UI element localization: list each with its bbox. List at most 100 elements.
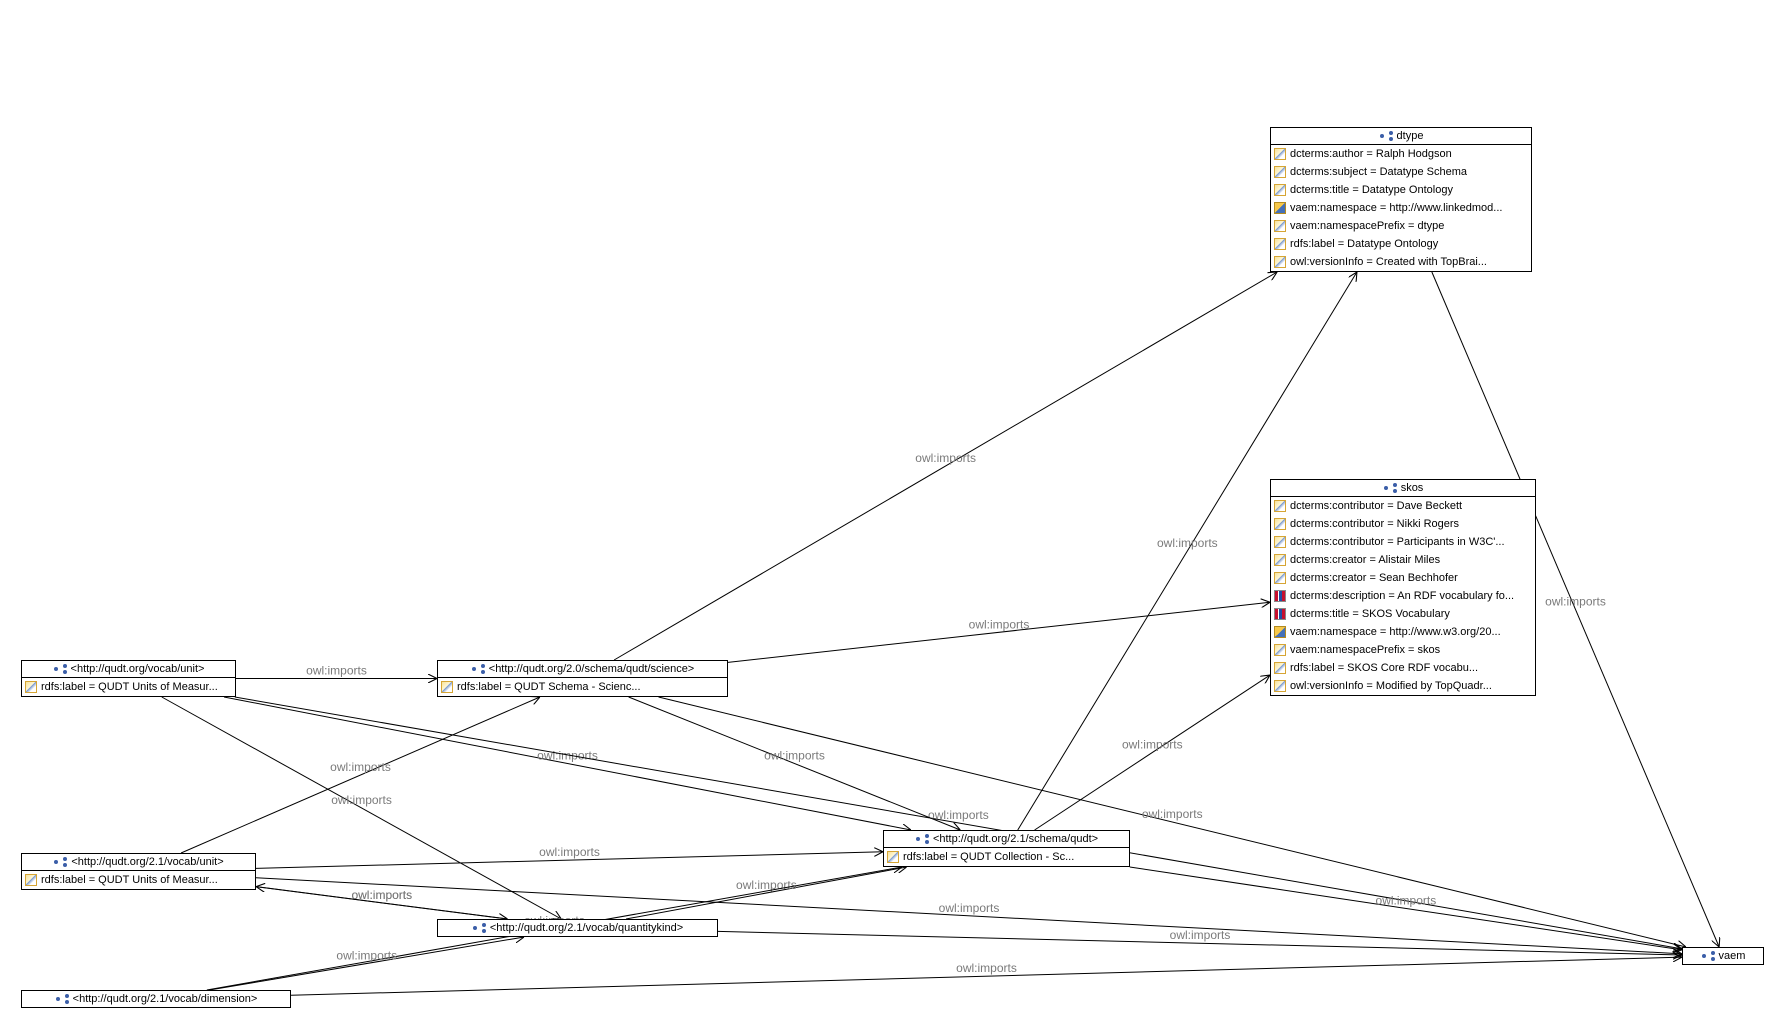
edge-label: owl:imports <box>1122 738 1183 752</box>
property-text: dcterms:creator = Alistair Miles <box>1290 554 1441 566</box>
annotation-property-icon <box>1274 626 1286 639</box>
property-row[interactable]: dcterms:description = An RDF vocabulary … <box>1271 587 1535 605</box>
annotation-property-icon <box>1274 518 1286 531</box>
edge-label: owl:imports <box>915 451 976 465</box>
annotation-property-icon <box>1274 608 1286 621</box>
import-edge-qudt21-dtype[interactable] <box>1017 272 1357 831</box>
property-text: vaem:namespace = http://www.linkedmod... <box>1290 202 1503 214</box>
property-text: dcterms:contributor = Nikki Rogers <box>1290 518 1460 530</box>
property-text: dcterms:creator = Sean Bechhofer <box>1290 572 1458 584</box>
edge-label: owl:imports <box>331 793 392 807</box>
node-qudt-2-1-vocab-unit[interactable]: <http://qudt.org/2.1/vocab/unit> rdfs:la… <box>21 853 256 890</box>
import-edge-unit20-quantitykind[interactable] <box>161 696 562 919</box>
property-row[interactable]: dcterms:contributor = Nikki Rogers <box>1271 515 1535 533</box>
import-edge-unit21-vaem[interactable] <box>255 877 1682 954</box>
property-text: rdfs:label = Datatype Ontology <box>1290 238 1439 250</box>
property-text: dcterms:contributor = Dave Beckett <box>1290 500 1463 512</box>
edge-label: owl:imports <box>939 901 1000 915</box>
property-row[interactable]: rdfs:label = Datatype Ontology <box>1271 235 1531 253</box>
property-text: vaem:namespacePrefix = skos <box>1290 644 1441 656</box>
property-row[interactable]: rdfs:label = QUDT Schema - Scienc... <box>438 678 727 696</box>
edge-label: owl:imports <box>306 664 367 678</box>
annotation-property-icon <box>25 874 37 887</box>
node-qudt-vocab-unit[interactable]: <http://qudt.org/vocab/unit> rdfs:label … <box>21 660 236 697</box>
property-row[interactable]: rdfs:label = QUDT Units of Measur... <box>22 678 235 696</box>
property-row[interactable]: vaem:namespacePrefix = skos <box>1271 641 1535 659</box>
node-title: skos <box>1271 480 1535 497</box>
import-edge-qudt21-skos[interactable] <box>1034 675 1270 831</box>
node-qudt-2-1-vocab-quantitykind[interactable]: <http://qudt.org/2.1/vocab/quantitykind> <box>437 919 718 937</box>
import-edge-dimension-vaem[interactable] <box>290 957 1682 996</box>
property-row[interactable]: rdfs:label = QUDT Collection - Sc... <box>884 848 1129 866</box>
ontology-icon <box>915 834 929 844</box>
import-edge-science-qudt21[interactable] <box>628 696 961 830</box>
node-title: <http://qudt.org/vocab/unit> <box>22 661 235 678</box>
import-edge-unit20-qudt21[interactable] <box>223 696 911 830</box>
annotation-property-icon <box>1274 500 1286 513</box>
property-row[interactable]: dcterms:contributor = Dave Beckett <box>1271 497 1535 515</box>
property-text: owl:versionInfo = Modified by TopQuadr..… <box>1290 680 1492 692</box>
property-text: dcterms:author = Ralph Hodgson <box>1290 148 1452 160</box>
import-edge-quantitykind-unit21[interactable] <box>256 887 508 920</box>
property-row[interactable]: dcterms:title = SKOS Vocabulary <box>1271 605 1535 623</box>
import-edge-science-vaem[interactable] <box>658 696 1686 947</box>
property-row[interactable]: vaem:namespacePrefix = dtype <box>1271 217 1531 235</box>
property-row[interactable]: dcterms:creator = Alistair Miles <box>1271 551 1535 569</box>
edge-label: owl:imports <box>330 760 391 774</box>
ontology-icon <box>1701 951 1715 961</box>
import-edge-dimension-quantitykind[interactable] <box>209 937 524 991</box>
node-qudt-2-1-vocab-dimension[interactable]: <http://qudt.org/2.1/vocab/dimension> <box>21 990 291 1008</box>
annotation-property-icon <box>1274 184 1286 197</box>
ontology-icon <box>1383 483 1397 493</box>
import-edge-unit21-qudt21[interactable] <box>255 852 883 869</box>
import-edge-qudt21-vaem[interactable] <box>1129 866 1682 950</box>
property-row[interactable]: owl:versionInfo = Created with TopBrai..… <box>1271 253 1531 271</box>
edge-label: owl:imports <box>351 888 412 902</box>
import-edge-quantitykind-vaem[interactable] <box>717 930 1682 955</box>
node-qudt-2-1-schema[interactable]: <http://qudt.org/2.1/schema/qudt> rdfs:l… <box>883 830 1130 867</box>
import-edge-unit21-science[interactable] <box>180 697 540 854</box>
annotation-property-icon <box>1274 590 1286 603</box>
annotation-property-icon <box>1274 220 1286 233</box>
property-row[interactable]: dcterms:author = Ralph Hodgson <box>1271 145 1531 163</box>
edge-label: owl:imports <box>1376 893 1437 907</box>
import-edge-science-dtype[interactable] <box>613 272 1277 661</box>
edge-label: owl:imports <box>764 749 825 763</box>
property-row[interactable]: rdfs:label = SKOS Core RDF vocabu... <box>1271 659 1535 677</box>
edge-label: owl:imports <box>1545 595 1606 609</box>
property-row[interactable]: vaem:namespace = http://www.linkedmod... <box>1271 199 1531 217</box>
import-edge-dtype-vaem[interactable] <box>1431 271 1719 947</box>
property-row[interactable]: vaem:namespace = http://www.w3.org/20... <box>1271 623 1535 641</box>
property-text: dcterms:contributor = Participants in W3… <box>1290 536 1505 548</box>
edge-label: owl:imports <box>1142 807 1203 821</box>
edge-label: owl:imports <box>351 888 412 902</box>
import-edge-science-skos[interactable] <box>727 602 1270 663</box>
annotation-property-icon <box>1274 536 1286 549</box>
node-qudt-2-0-schema-science[interactable]: <http://qudt.org/2.0/schema/qudt/science… <box>437 660 728 697</box>
property-row[interactable]: dcterms:creator = Sean Bechhofer <box>1271 569 1535 587</box>
edge-label: owl:imports <box>1157 536 1218 550</box>
node-skos[interactable]: skos dcterms:contributor = Dave Beckett d… <box>1270 479 1536 696</box>
annotation-property-icon <box>1274 662 1286 675</box>
node-title: <http://qudt.org/2.1/vocab/dimension> <box>22 991 290 1007</box>
property-text: vaem:namespace = http://www.w3.org/20... <box>1290 626 1501 638</box>
property-row[interactable]: rdfs:label = QUDT Units of Measur... <box>22 871 255 889</box>
property-row[interactable]: owl:versionInfo = Modified by TopQuadr..… <box>1271 677 1535 695</box>
edge-label: owl:imports <box>969 617 1030 631</box>
import-edge-quantitykind-qudt21[interactable] <box>625 867 907 920</box>
property-text: rdfs:label = QUDT Units of Measur... <box>41 681 218 693</box>
property-row[interactable]: dcterms:title = Datatype Ontology <box>1271 181 1531 199</box>
annotation-property-icon <box>1274 238 1286 251</box>
annotation-property-icon <box>887 851 899 864</box>
property-row[interactable]: dcterms:contributor = Participants in W3… <box>1271 533 1535 551</box>
property-row[interactable]: dcterms:subject = Datatype Schema <box>1271 163 1531 181</box>
ontology-icon <box>55 994 69 1004</box>
node-title: <http://qudt.org/2.0/schema/qudt/science… <box>438 661 727 678</box>
ontology-icon <box>53 664 67 674</box>
property-text: rdfs:label = QUDT Schema - Scienc... <box>457 681 641 693</box>
node-vaem[interactable]: vaem <box>1682 947 1764 965</box>
annotation-property-icon <box>1274 256 1286 269</box>
annotation-property-icon <box>1274 680 1286 693</box>
